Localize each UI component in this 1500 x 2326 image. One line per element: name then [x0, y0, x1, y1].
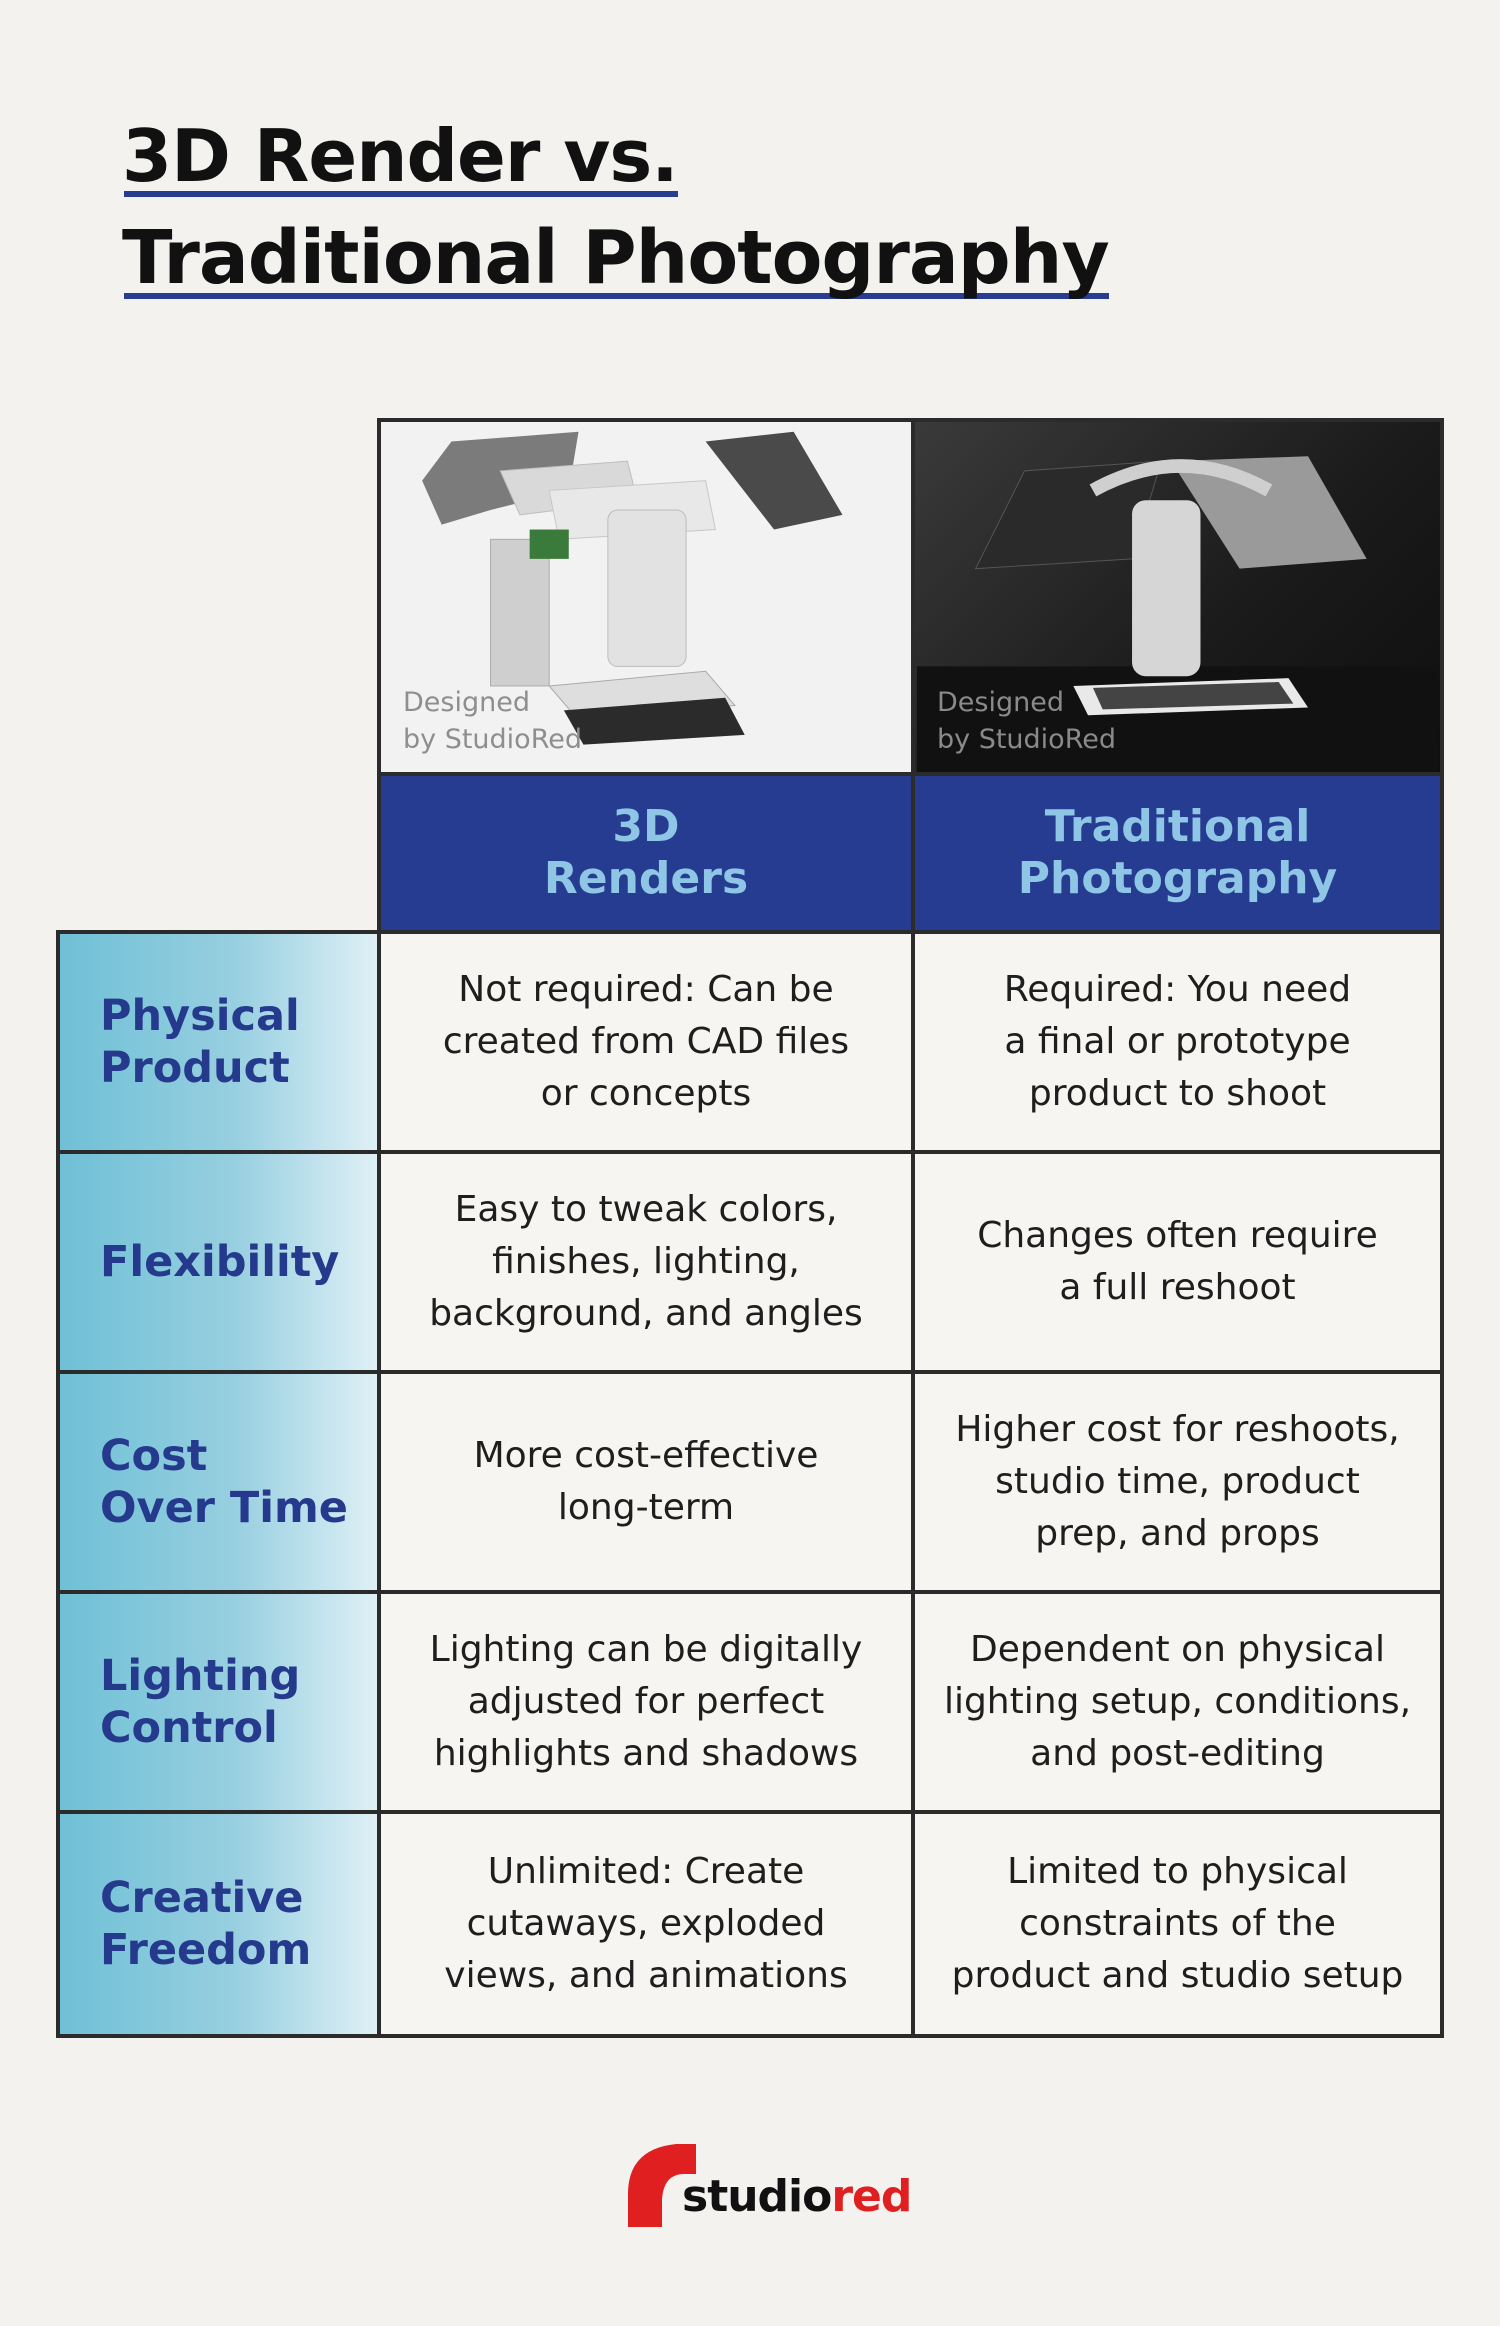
comparison-table: Designed by StudioRed Designed by Studio…: [56, 418, 1444, 2038]
cell-line: Required: You need: [1003, 969, 1352, 1010]
cell-line: constraints of the: [1019, 1903, 1336, 1944]
column-header-line: Photography: [1017, 853, 1338, 904]
watermark-line: by StudioRed: [937, 724, 1116, 755]
product-photo-illustration: [916, 456, 1439, 772]
cell-line: and post-editing: [1030, 1733, 1325, 1774]
row-label-line: Control: [100, 1703, 278, 1753]
cell-render-physical-product: Not required: Can be created from CAD fi…: [377, 930, 915, 1154]
cell-line: Unlimited: Create: [487, 1851, 805, 1892]
cell-render-creative-freedom: Unlimited: Create cutaways, exploded vie…: [377, 1810, 915, 2038]
row-label-line: Product: [100, 1043, 290, 1093]
row-label-line: Physical: [100, 991, 300, 1041]
cell-line: a full reshoot: [1059, 1267, 1296, 1308]
photo-image: Designed by StudioRed: [911, 418, 1444, 776]
column-header-line: Renders: [543, 853, 749, 904]
cell-line: Dependent on physical: [970, 1629, 1385, 1670]
cell-line: product to shoot: [1028, 1073, 1327, 1114]
row-label-line: Creative: [100, 1873, 304, 1923]
cell-line: Lighting can be digitally: [429, 1629, 863, 1670]
cell-photo-physical-product: Required: You need a final or prototype …: [911, 930, 1444, 1154]
cell-line: prep, and props: [1035, 1513, 1320, 1554]
cell-line: views, and animations: [444, 1955, 848, 1996]
studiored-logo-mark-icon: [628, 2144, 696, 2227]
cell-line: Not required: Can be: [458, 969, 834, 1010]
row-label-lighting-control: Lighting Control: [56, 1590, 381, 1814]
logo-word-red: red: [831, 2171, 912, 2222]
title-line-2: Traditional Photography: [122, 207, 1110, 309]
column-header-traditional-photography: Traditional Photography: [911, 772, 1444, 934]
cell-photo-flexibility: Changes often require a full reshoot: [911, 1150, 1444, 1374]
cell-photo-lighting-control: Dependent on physical lighting setup, co…: [911, 1590, 1444, 1814]
row-label-cost-over-time: Cost Over Time: [56, 1370, 381, 1594]
cell-line: More cost-effective: [473, 1435, 819, 1476]
cell-line: cutaways, exploded: [466, 1903, 826, 1944]
render-image: Designed by StudioRed: [377, 418, 915, 776]
row-label-line: Lighting: [100, 1651, 301, 1701]
exploded-product-illustration: [422, 431, 843, 745]
cell-line: Changes often require: [977, 1215, 1378, 1256]
row-label-physical-product: Physical Product: [56, 930, 381, 1154]
cell-line: Limited to physical: [1007, 1851, 1348, 1892]
cell-line: product and studio setup: [951, 1955, 1404, 1996]
render-watermark: Designed by StudioRed: [403, 684, 582, 758]
row-label-flexibility: Flexibility: [56, 1150, 381, 1374]
row-label-line: Over Time: [100, 1483, 348, 1533]
cell-line: highlights and shadows: [433, 1733, 859, 1774]
column-header-3d-renders: 3D Renders: [377, 772, 915, 934]
logo-wordmark: studiored: [682, 2169, 912, 2225]
cell-photo-cost-over-time: Higher cost for reshoots, studio time, p…: [911, 1370, 1444, 1594]
cell-line: lighting setup, conditions,: [943, 1681, 1412, 1722]
watermark-line: Designed: [937, 687, 1064, 718]
cell-render-lighting-control: Lighting can be digitally adjusted for p…: [377, 1590, 915, 1814]
cell-line: created from CAD files: [442, 1021, 850, 1062]
cell-line: Easy to tweak colors,: [454, 1189, 838, 1230]
row-label-creative-freedom: Creative Freedom: [56, 1810, 381, 2038]
cell-line: Higher cost for reshoots,: [955, 1409, 1400, 1450]
watermark-line: by StudioRed: [403, 724, 582, 755]
cell-render-flexibility: Easy to tweak colors, finishes, lighting…: [377, 1150, 915, 1374]
column-header-line: 3D: [612, 801, 680, 852]
logo-word-studio: studio: [682, 2171, 832, 2222]
cell-line: finishes, lighting,: [492, 1241, 800, 1282]
cell-render-cost-over-time: More cost-effective long-term: [377, 1370, 915, 1594]
page-title: 3D Render vs. Traditional Photography: [122, 105, 1110, 309]
cell-line: long-term: [557, 1487, 735, 1528]
row-label-line: Freedom: [100, 1925, 312, 1975]
column-header-line: Traditional: [1044, 801, 1311, 852]
cell-photo-creative-freedom: Limited to physical constraints of the p…: [911, 1810, 1444, 2038]
row-label-line: Flexibility: [100, 1237, 340, 1287]
photo-watermark: Designed by StudioRed: [937, 684, 1116, 758]
studiored-logo: studiored: [620, 2135, 912, 2235]
cell-line: adjusted for perfect: [467, 1681, 825, 1722]
watermark-line: Designed: [403, 687, 530, 718]
title-line-1: 3D Render vs.: [122, 105, 679, 207]
cell-line: a final or prototype: [1004, 1021, 1351, 1062]
cell-line: background, and angles: [429, 1293, 863, 1334]
cell-line: or concepts: [540, 1073, 752, 1114]
cell-line: studio time, product: [995, 1461, 1360, 1502]
row-label-line: Cost: [100, 1431, 208, 1481]
